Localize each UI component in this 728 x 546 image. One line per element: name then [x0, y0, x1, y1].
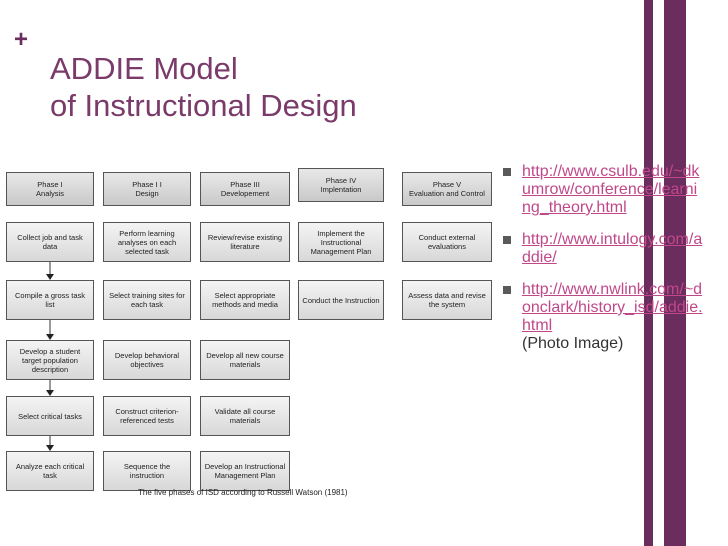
phase-3-step-2: Select appropriate methods and media: [200, 280, 290, 320]
link-nwlink[interactable]: http://www.nwlink.com/~donclark/history_…: [522, 281, 703, 334]
analysis-arrow-3-head: [46, 390, 54, 396]
accent-bar-left: [644, 0, 653, 546]
analysis-arrow-2-head: [46, 334, 54, 340]
bullet-square-icon: [503, 236, 511, 244]
phase-2-step-5: Sequence the instruction: [103, 451, 191, 491]
link-intulogy[interactable]: http://www.intulogy.com/addie/: [522, 231, 703, 266]
bullet-square-icon: [503, 168, 511, 176]
phase-5-step-2: Assess data and revise the system: [402, 280, 492, 320]
phase-2-step-1: Perform learning analyses on each select…: [103, 222, 191, 262]
title-line-1: ADDIE Model: [50, 51, 238, 86]
phase-1-step-3: Develop a student target population desc…: [6, 340, 94, 380]
phase-3-step-4: Validate all course materials: [200, 396, 290, 436]
title-line-2: of Instructional Design: [50, 88, 357, 123]
diagram-caption: The five phases of ISD according to Russ…: [138, 488, 348, 497]
phase-3-step-1: Review/revise existing literature: [200, 222, 290, 262]
phase-1-step-2: Compile a gross task list: [6, 280, 94, 320]
phase-4-step-1: Implement the Instructional Management P…: [298, 222, 384, 262]
phase-1-step-4: Select critical tasks: [6, 396, 94, 436]
link-list: http://www.csulb.edu/~dkumrow/conference…: [503, 163, 703, 367]
link-item-1: http://www.csulb.edu/~dkumrow/conference…: [503, 163, 703, 217]
link-item-3: http://www.nwlink.com/~donclark/history_…: [503, 281, 703, 353]
analysis-arrow-4-head: [46, 445, 54, 451]
phase-5-step-1: Conduct external evaluations: [402, 222, 492, 262]
photo-image-note: (Photo Image): [522, 335, 624, 352]
bullet-square-icon: [503, 286, 511, 294]
phase-3-step-5: Develop an Instructional Management Plan: [200, 451, 290, 491]
phase-1-step-5: Analyze each critical task: [6, 451, 94, 491]
phase-1-step-1: Collect job and task data: [6, 222, 94, 262]
link-item-2: http://www.intulogy.com/addie/: [503, 231, 703, 267]
analysis-arrow-1-head: [46, 274, 54, 280]
phase-2-step-3: Develop behavioral objectives: [103, 340, 191, 380]
accent-bar-right: [664, 0, 686, 546]
plus-icon: +: [14, 26, 29, 53]
phase-2-step-4: Construct criterion-referenced tests: [103, 396, 191, 436]
slide-title: ADDIE Model of Instructional Design: [50, 50, 357, 124]
phase-2-step-2: Select training sites for each task: [103, 280, 191, 320]
flow-arrows: [46, 262, 54, 451]
phase-3-step-3: Develop all new course materials: [200, 340, 290, 380]
link-csulb[interactable]: http://www.csulb.edu/~dkumrow/conference…: [522, 163, 700, 216]
phase-4-step-2: Conduct the Instruction: [298, 280, 384, 320]
